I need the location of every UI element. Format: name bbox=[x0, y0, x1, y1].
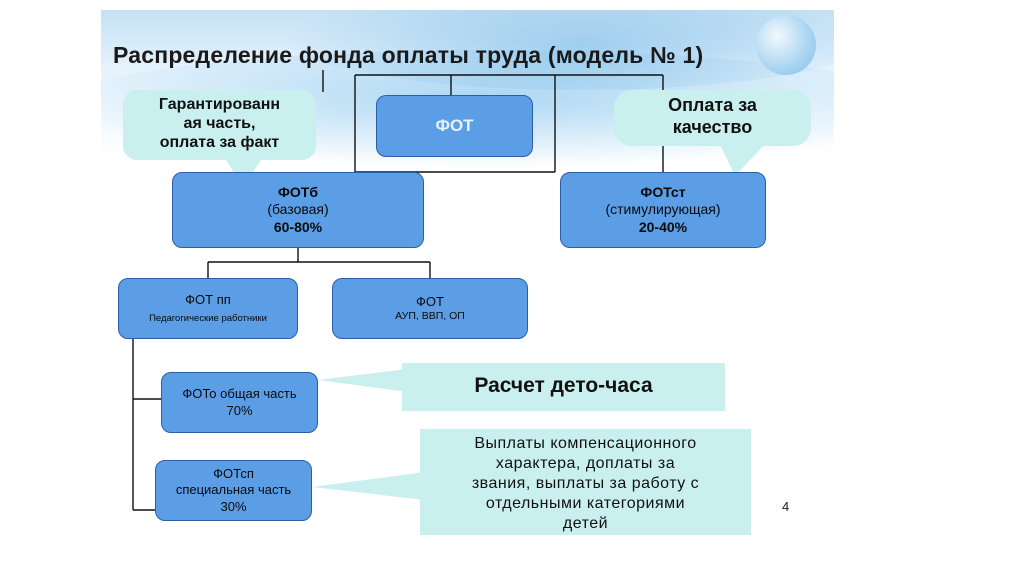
payments-line: детей bbox=[562, 515, 609, 532]
payments-line: отдельными категориями bbox=[485, 495, 686, 512]
payments-line: Выплаты компенсационного bbox=[474, 435, 697, 452]
callout-line: Оплата за bbox=[668, 95, 757, 115]
page-title: Распределение фонда оплаты труда (модель… bbox=[113, 42, 704, 68]
fot-o-label: ФОТо общая часть bbox=[182, 386, 297, 402]
fotb-sub: (базовая) bbox=[267, 201, 329, 218]
callout-line: ая часть, bbox=[183, 115, 256, 133]
fotb-label: ФОТб bbox=[277, 183, 319, 200]
payments-line: звания, выплаты за работу с bbox=[471, 475, 700, 492]
fot-box: ФОТ bbox=[376, 95, 533, 157]
callout-line: оплата за факт bbox=[159, 134, 280, 152]
callout-line: Гарантированн bbox=[158, 96, 281, 113]
fotaup-box: ФОТ АУП, ВВП, ОП bbox=[332, 278, 528, 339]
fotpp-box: ФОТ пп Педагогические работники bbox=[118, 278, 298, 339]
pointer bbox=[318, 369, 408, 392]
calc-box: Расчет дето-часа bbox=[402, 363, 725, 411]
calc-box-text: Расчет дето-часа bbox=[474, 374, 653, 397]
fot-sp-pct: 30% bbox=[220, 498, 247, 514]
fotst-pct: 20-40% bbox=[638, 218, 688, 235]
fotpp-label: ФОТ пп bbox=[185, 292, 231, 308]
fot-label: ФОТ bbox=[435, 116, 474, 136]
page-number: 4 bbox=[782, 499, 790, 514]
fotst-label: ФОТст bbox=[640, 183, 686, 200]
fotaup-label: ФОТ bbox=[416, 293, 444, 309]
callout-line: качество bbox=[672, 116, 753, 137]
fot-o-box: ФОТо общая часть 70% bbox=[161, 372, 318, 433]
fot-sp-label: ФОТсп bbox=[213, 466, 254, 482]
fotaup-sub: АУП, ВВП, ОП bbox=[395, 310, 465, 323]
fotb-box: ФОТб (базовая) 60-80% bbox=[172, 172, 424, 248]
fot-sp-box: ФОТсп специальная часть 30% bbox=[155, 460, 312, 521]
payments-line: характера, доплаты за bbox=[495, 455, 676, 472]
payments-box: Выплаты компенсационного характера, допл… bbox=[420, 429, 751, 535]
decorative-bubble bbox=[756, 15, 816, 75]
pointer bbox=[312, 472, 425, 500]
fotb-pct: 60-80% bbox=[273, 218, 323, 235]
fotst-sub: (стимулирующая) bbox=[605, 201, 721, 218]
fot-o-pct: 70% bbox=[226, 402, 253, 418]
fot-sp-sub: специальная часть bbox=[175, 482, 292, 498]
fotst-box: ФОТст (стимулирующая) 20-40% bbox=[560, 172, 766, 248]
fotpp-sub: Педагогические работники bbox=[149, 312, 267, 324]
